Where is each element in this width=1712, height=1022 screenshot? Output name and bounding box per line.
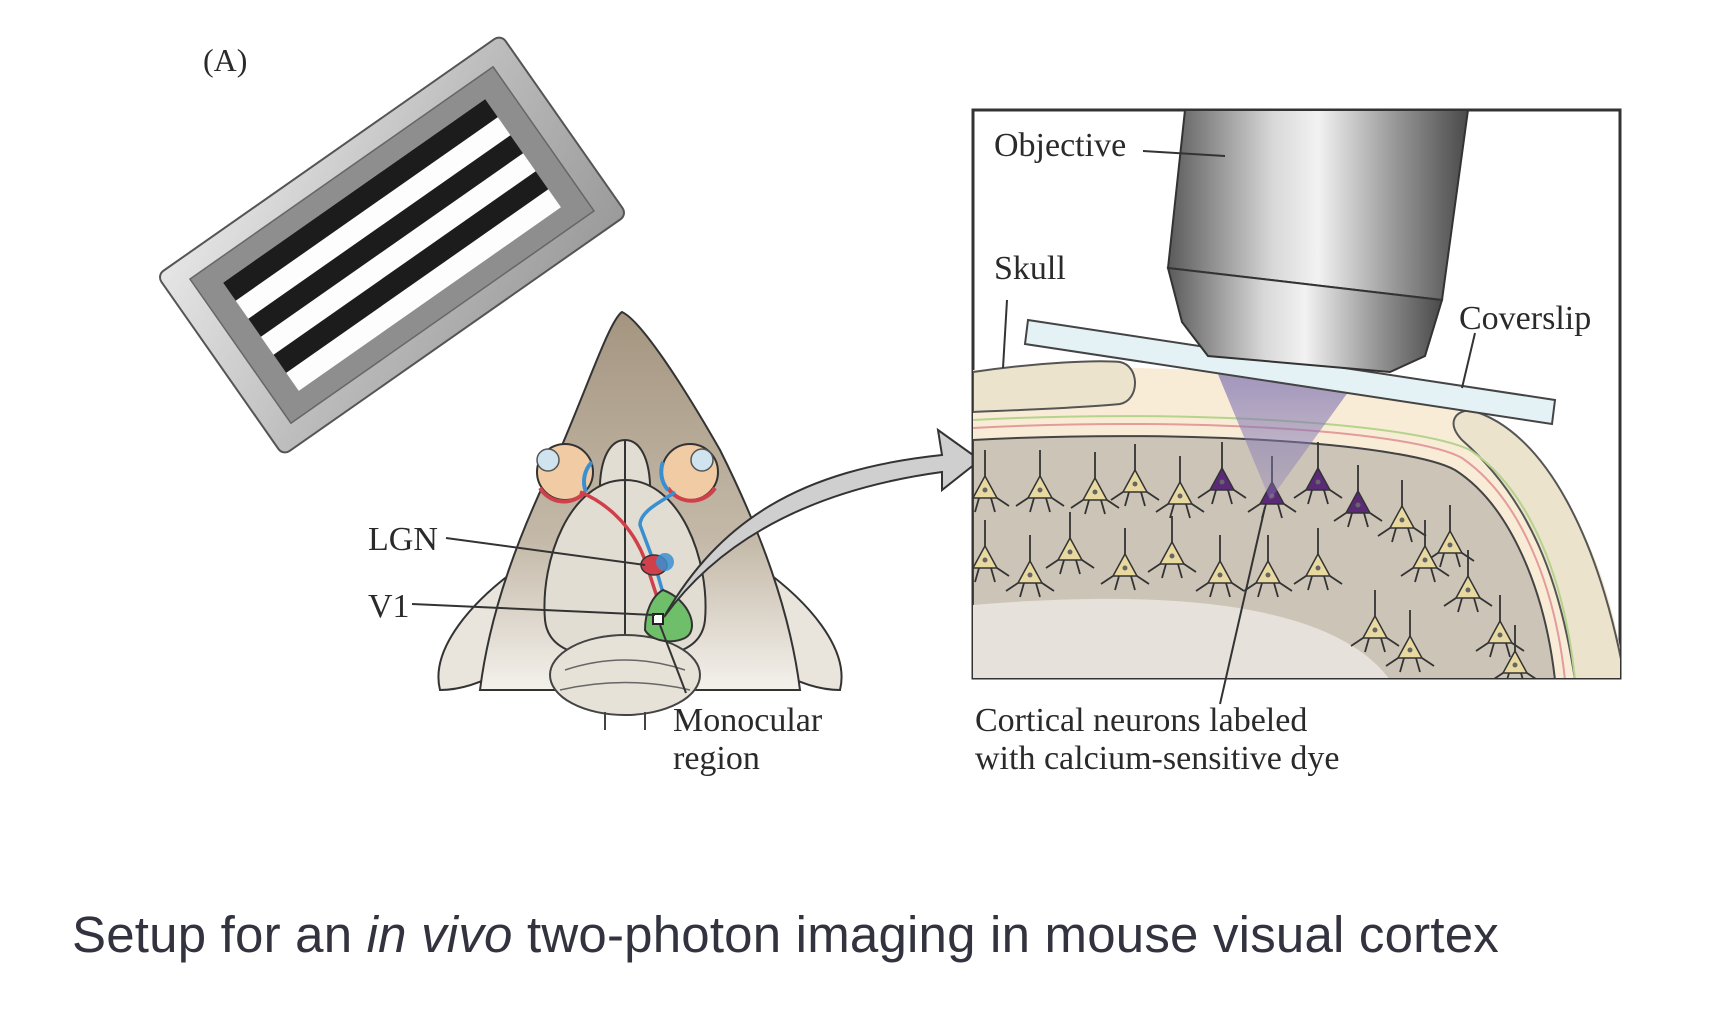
neuron: [1015, 450, 1065, 513]
labeled-neuron: [1333, 465, 1383, 528]
caption-text-italic: in vivo: [366, 906, 513, 963]
neuron: [1100, 528, 1150, 591]
grating-bar: [273, 171, 549, 373]
label-lgn: LGN: [368, 521, 438, 558]
grating-bar: [223, 99, 498, 301]
caption-text-before: Setup for an: [72, 906, 367, 963]
neuron: [1147, 516, 1197, 579]
neuron: [1005, 535, 1055, 598]
label-neurons-2: with calcium-sensitive dye: [975, 740, 1339, 777]
neuron: [1110, 444, 1160, 507]
mouse-head: [437, 310, 843, 730]
panel-label: (A): [203, 42, 247, 78]
imaging-inset: Objective Skull Coverslip: [971, 108, 1622, 705]
neuron: [973, 450, 1010, 513]
neuron: [1293, 528, 1343, 591]
label-monocular-1: Monocular: [673, 702, 823, 739]
v1-region: [643, 588, 693, 643]
neuron: [973, 520, 1010, 583]
objective-lens: [1166, 110, 1470, 374]
label-coverslip: Coverslip: [1459, 300, 1591, 337]
neuron: [1195, 535, 1245, 598]
neuron: [1385, 610, 1435, 673]
right-eye: [659, 443, 719, 503]
neuron: [1400, 520, 1450, 583]
neuron: [1243, 535, 1293, 598]
neuron: [1045, 512, 1095, 575]
label-monocular-2: region: [673, 740, 760, 777]
neuron: [1070, 452, 1120, 515]
neuron: [1377, 480, 1427, 543]
skull-right: [1452, 408, 1620, 678]
caption-text-after: two-photon imaging in mouse visual corte…: [512, 906, 1499, 963]
labeled-neuron: [1197, 442, 1247, 505]
label-neurons-1: Cortical neurons labeled: [975, 702, 1307, 739]
monocular-region-marker: [652, 613, 664, 625]
left-eye: [536, 443, 594, 504]
grating-bar: [248, 135, 524, 337]
neuron: [1475, 595, 1525, 658]
grating-monitor: [159, 36, 625, 454]
label-v1: V1: [368, 588, 410, 625]
label-skull: Skull: [994, 250, 1066, 287]
neuron: [1493, 625, 1537, 678]
neuron: [1155, 456, 1205, 519]
coverslip: [1023, 318, 1557, 426]
labeled-neuron: [1293, 442, 1343, 505]
label-objective: Objective: [994, 127, 1126, 164]
skull-left: [973, 360, 1136, 414]
figure-caption: Setup for an in vivo two-photon imaging …: [72, 905, 1672, 964]
neuron: [1443, 550, 1493, 613]
neuron: [1350, 590, 1400, 653]
